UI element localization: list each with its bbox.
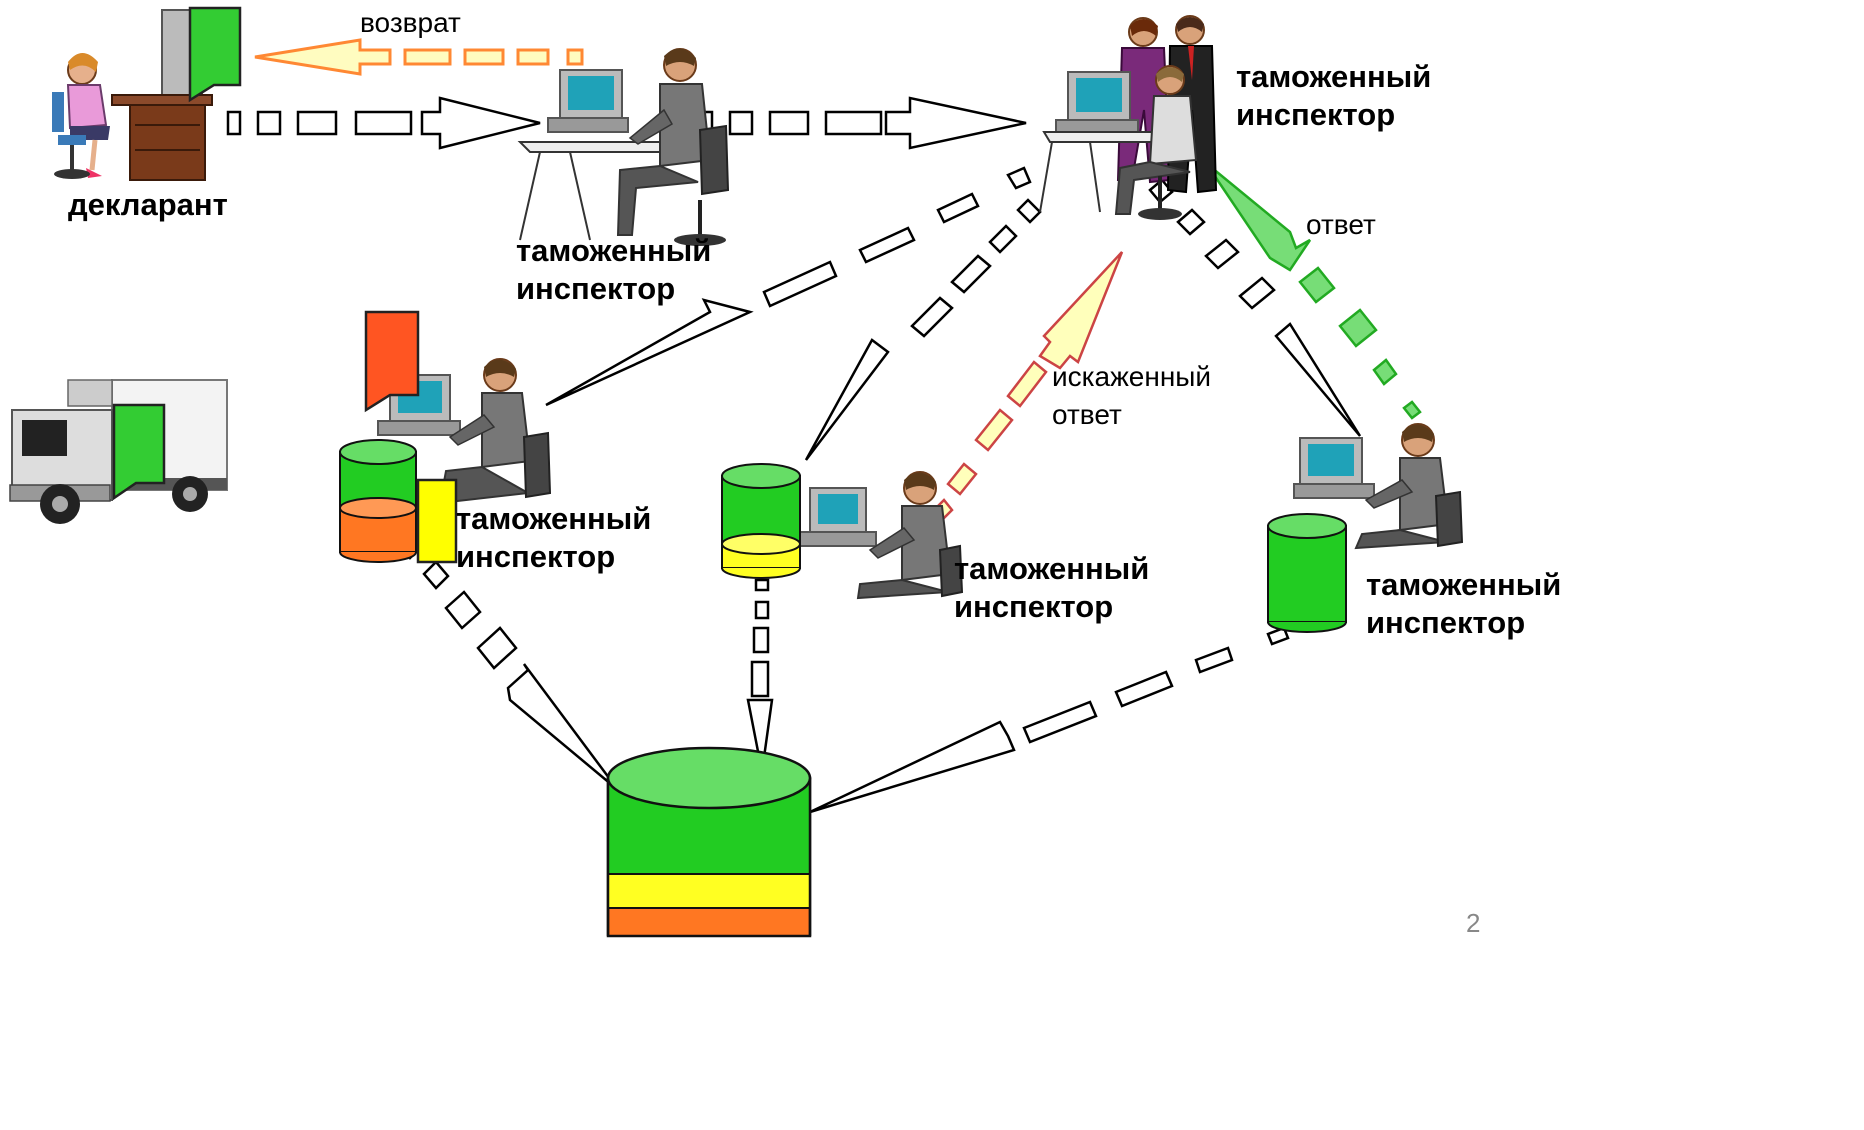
inspector-person-icon	[518, 46, 730, 249]
flow-arrow-7	[746, 578, 774, 773]
declarant-person-icon	[52, 9, 213, 181]
central-database-icon	[606, 746, 812, 938]
inspector-manager-label: таможенный инспектор	[1236, 59, 1432, 132]
document-icon	[112, 403, 166, 501]
inspector-1-label: таможенный инспектор	[516, 233, 712, 306]
declarant-label: декларант	[68, 187, 228, 222]
document-icon	[364, 310, 420, 413]
inspector-person-icon	[797, 471, 964, 600]
document-icon	[416, 478, 458, 564]
distorted-answer-label: искаженный ответ	[1052, 361, 1212, 430]
manager-group-icon	[1039, 15, 1218, 220]
inspector-person-icon	[377, 358, 552, 505]
flow-arrow-4	[804, 198, 1042, 461]
database-icon	[721, 463, 801, 579]
database-icon	[1267, 513, 1347, 633]
flow-arrow-1	[226, 96, 541, 150]
flow-arrow-3	[545, 166, 1032, 407]
page-number: 2	[1466, 908, 1481, 938]
inspector-person-icon	[1293, 423, 1464, 550]
inspector-3-label: таможенный инспектор	[954, 551, 1150, 624]
return-arrow	[254, 38, 584, 76]
inspector-2-label: таможенный инспектор	[456, 501, 652, 574]
inspector-4-label: таможенный инспектор	[1366, 567, 1562, 640]
flow-arrow-5	[1148, 178, 1362, 437]
flow-arrow-6	[400, 538, 620, 791]
return-label: возврат	[360, 7, 461, 38]
answer-label: ответ	[1306, 209, 1376, 240]
flow-arrow-8	[809, 626, 1290, 814]
flow-arrow-2	[698, 96, 1027, 150]
document-icon	[188, 6, 242, 103]
answer-arrow	[1204, 162, 1422, 420]
database-icon	[339, 439, 417, 563]
